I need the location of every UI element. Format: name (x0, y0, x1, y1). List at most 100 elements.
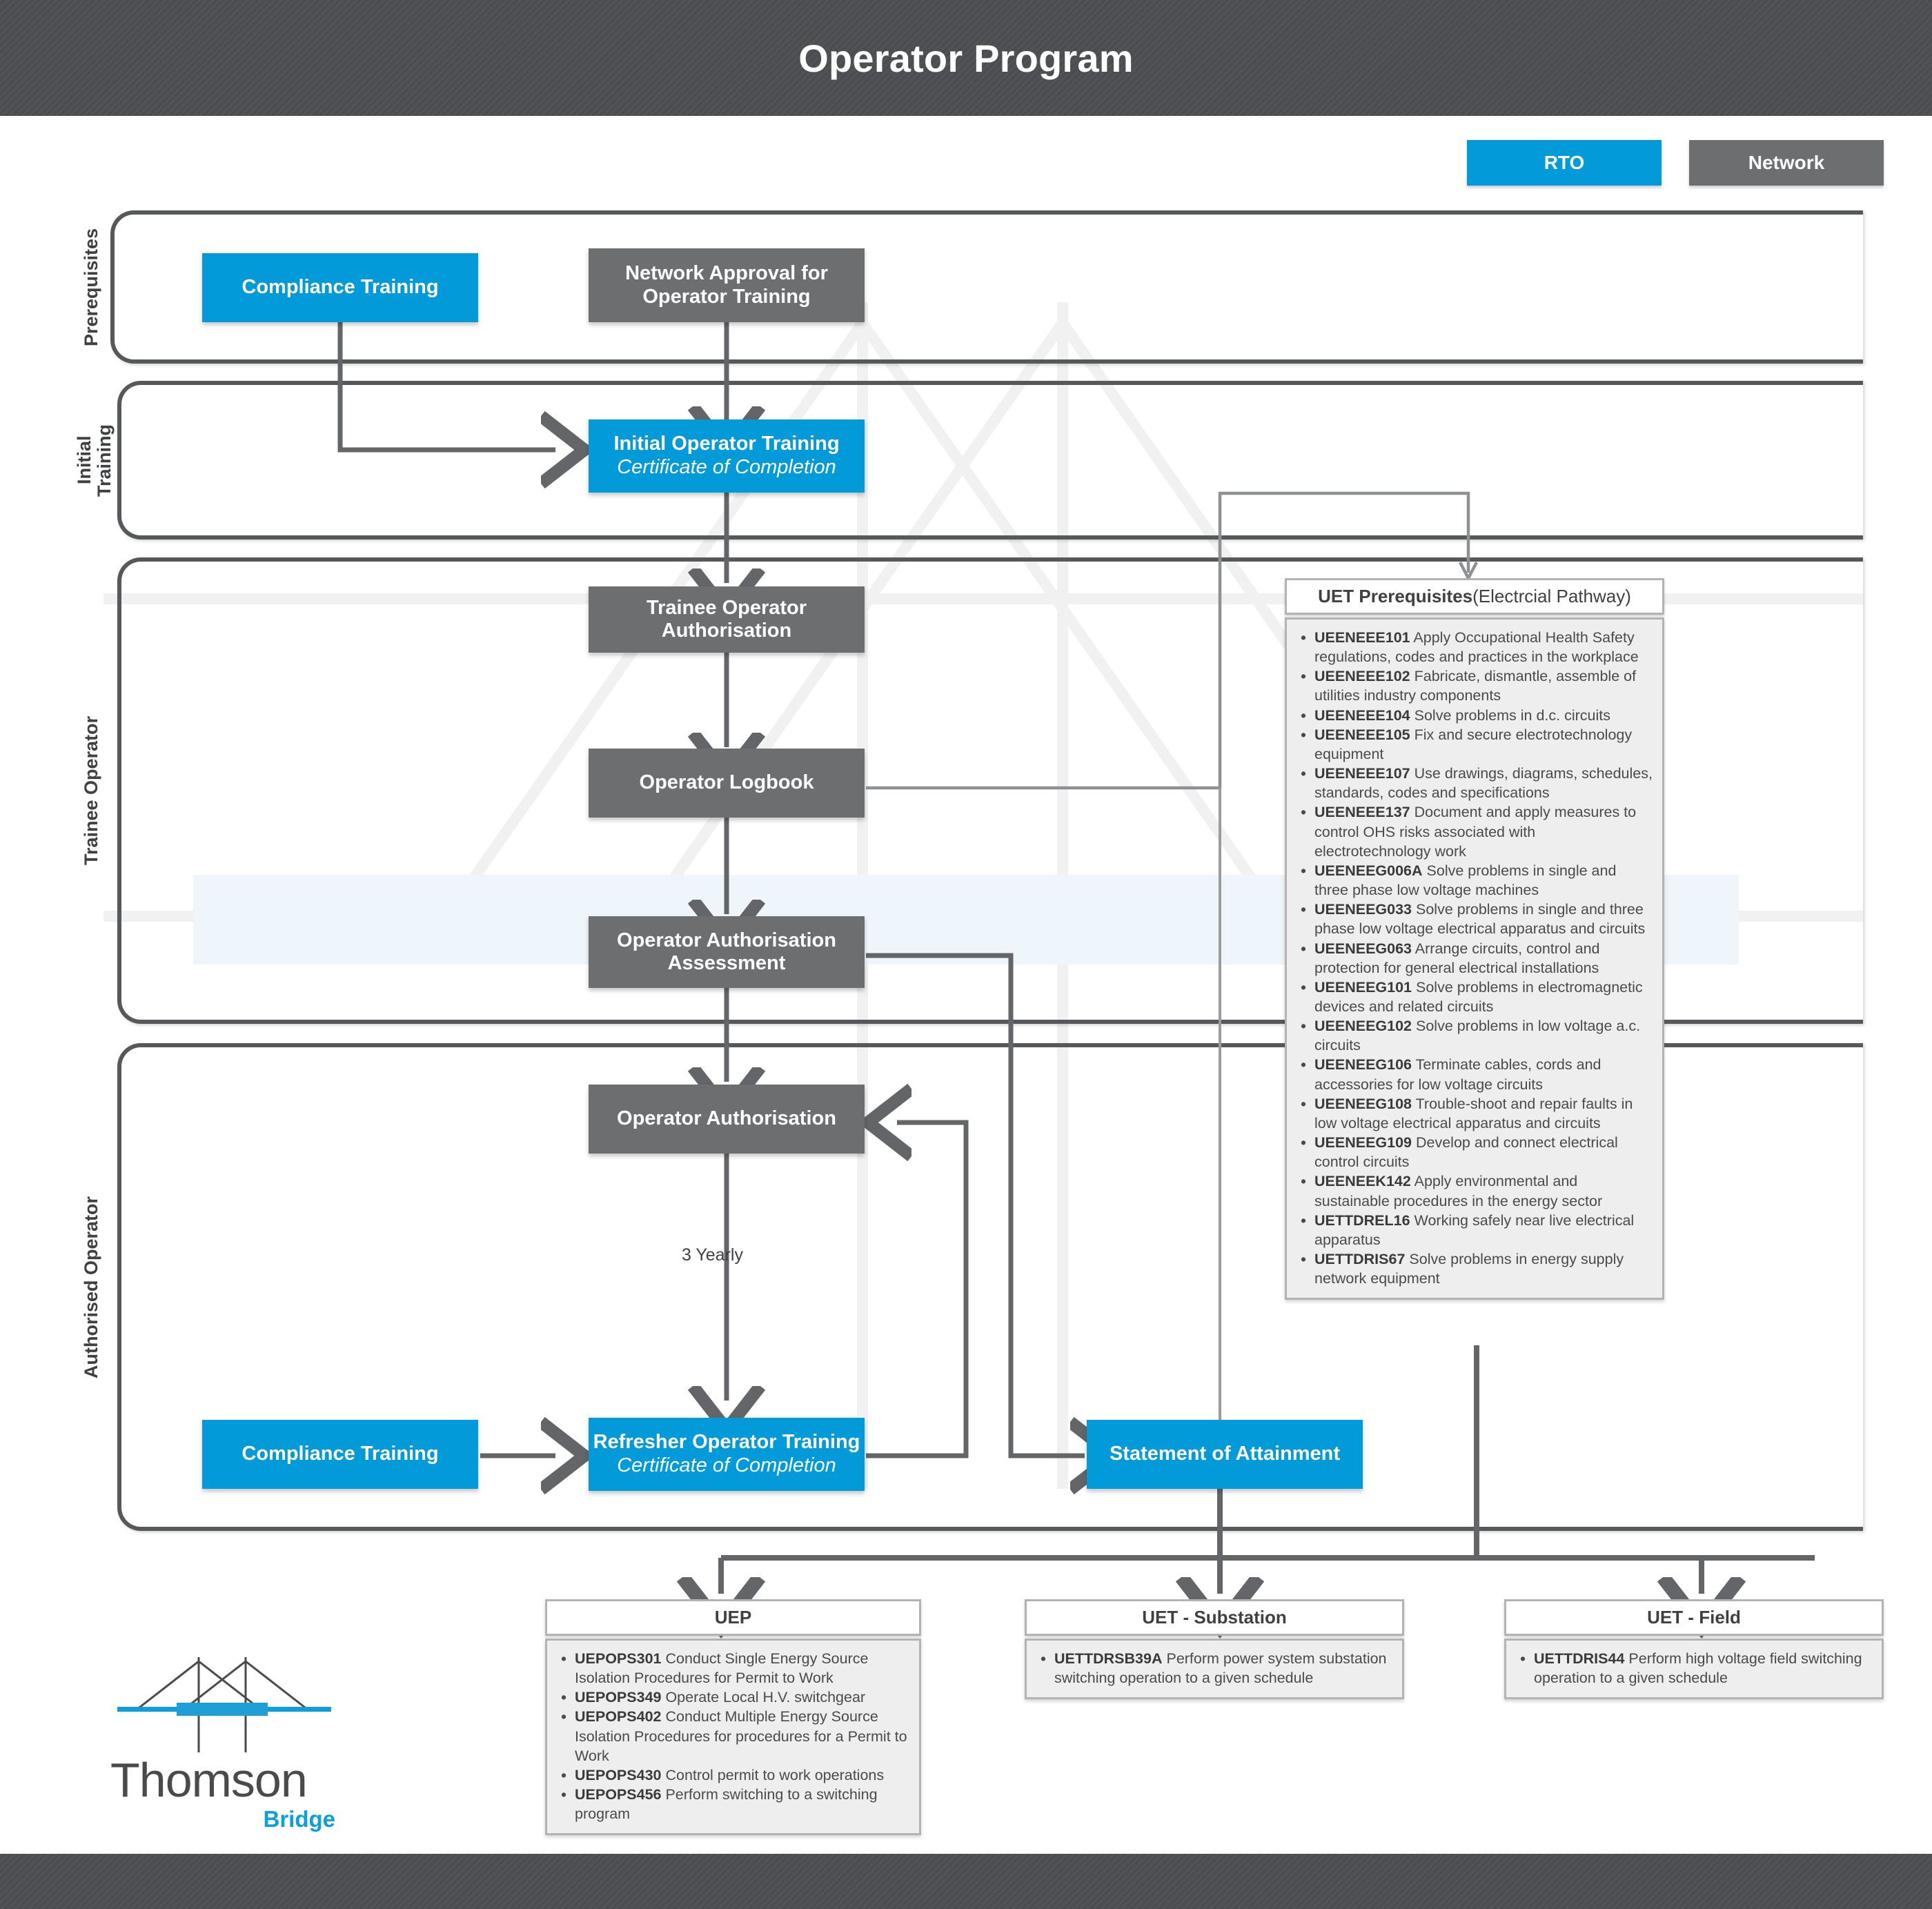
panel-uep-title: UEP (545, 1599, 921, 1636)
unit-description: Document and apply measures to control O… (1314, 804, 1637, 860)
panel-uet-field-title: UET - Field (1504, 1599, 1884, 1636)
logo-subtext: Bridge (263, 1806, 335, 1832)
unit-code: UEENEEE102 (1314, 668, 1410, 685)
unit-description: Solve problems in energy supply network … (1314, 1251, 1624, 1287)
unit-code: UEPOPS349 (575, 1689, 662, 1706)
panel-uet-substation-title: UET - Substation (1025, 1599, 1404, 1636)
list-item: UEENEEG108 Trouble-shoot and repair faul… (1297, 1094, 1653, 1133)
node-label-line2: Certificate of Completion (617, 456, 836, 479)
node-operator-logbook[interactable]: Operator Logbook (589, 749, 865, 818)
unit-code: UEENEEE137 (1314, 804, 1410, 821)
list-item: UEENEEG006A Solve problems in single and… (1297, 860, 1653, 900)
unit-description: Fabricate, dismantle, assemble of utilit… (1314, 668, 1637, 704)
node-label: Compliance Training (241, 1443, 439, 1465)
panel-title-bold: UEP (714, 1607, 752, 1628)
unit-code: UEENEEG006A (1314, 862, 1423, 879)
unit-code: UETTDRSB39A (1054, 1650, 1163, 1667)
panel-uep: UEP UEPOPS301 Conduct Single Energy Sour… (545, 1599, 921, 1836)
node-operator-authorisation[interactable]: Operator Authorisation (589, 1085, 865, 1154)
panel-uet-prerequisites: UET Prerequisites (Electrcial Pathway) U… (1285, 578, 1664, 1300)
panel-title-bold: UET - Substation (1142, 1607, 1287, 1628)
list-item: UETTDREL16 Working safely near live elec… (1297, 1210, 1653, 1249)
list-item: UEENEEG033 Solve problems in single and … (1297, 899, 1653, 938)
uet-field-list: UETTDRIS44 Perform high voltage field sw… (1516, 1648, 1872, 1688)
unit-code: UEPOPS430 (575, 1766, 662, 1783)
node-label-line2: Operator Training (642, 285, 811, 308)
unit-code: UEENEEG101 (1314, 978, 1412, 996)
unit-code: UEPOPS456 (575, 1786, 662, 1803)
list-item: UEPOPS402 Conduct Multiple Energy Source… (557, 1706, 909, 1765)
panel-uet-substation: UET - Substation UETTDRSB39A Perform pow… (1025, 1599, 1404, 1700)
uet-prerequisites-list: UEENEEE101 Apply Occupational Health Saf… (1297, 627, 1653, 1288)
unit-code: UEENEEG106 (1314, 1056, 1412, 1074)
node-label: Statement of Attainment (1109, 1443, 1341, 1465)
node-label: Operator Logbook (639, 771, 814, 794)
unit-description: Trouble-shoot and repair faults in low v… (1314, 1095, 1633, 1131)
lane-trainee-operator (117, 557, 1863, 1024)
node-compliance-training-top[interactable]: Compliance Training (202, 253, 478, 322)
list-item: UEENEEE104 Solve problems in d.c. circui… (1297, 705, 1653, 726)
panel-title-bold: UET - Field (1647, 1607, 1741, 1628)
logo-wordmark: Thomson (110, 1753, 308, 1807)
list-item: UETTDRIS44 Perform high voltage field sw… (1516, 1648, 1872, 1688)
lane-prerequisites (110, 210, 1863, 364)
unit-code: UEENEEE105 (1314, 726, 1410, 743)
node-compliance-training-bottom[interactable]: Compliance Training (202, 1420, 478, 1489)
unit-code: UEENEEG102 (1314, 1018, 1412, 1035)
unit-description: Use drawings, diagrams, schedules, stand… (1314, 765, 1653, 802)
node-label-line1: Initial Operator Training (613, 432, 840, 455)
panel-uet-substation-body: UETTDRSB39A Perform power system substat… (1025, 1639, 1404, 1700)
list-item: UEENEEG101 Solve problems in electromagn… (1297, 977, 1653, 1016)
panel-uep-body: UEPOPS301 Conduct Single Energy Source I… (545, 1639, 921, 1836)
unit-description: Fix and secure electrotechnology equipme… (1314, 726, 1633, 762)
unit-description: Apply environmental and sustainable proc… (1314, 1173, 1603, 1209)
unit-code: UEENEEE104 (1314, 706, 1410, 724)
unit-description: Develop and connect electrical control c… (1314, 1134, 1618, 1171)
list-item: UETTDRIS67 Solve problems in energy supp… (1297, 1249, 1653, 1288)
uet-substation-list: UETTDRSB39A Perform power system substat… (1036, 1648, 1392, 1688)
unit-description: Perform high voltage field switching ope… (1534, 1650, 1862, 1687)
unit-description: Control permit to work operations (661, 1766, 885, 1783)
node-label-line2: Authorisation (661, 620, 792, 642)
panel-uet-prerequisites-title: UET Prerequisites (Electrcial Pathway) (1285, 578, 1664, 615)
page-title: Operator Program (798, 36, 1134, 80)
legend-chip-network[interactable]: Network (1689, 140, 1884, 186)
node-trainee-operator-authorisation[interactable]: Trainee Operator Authorisation (589, 586, 865, 653)
lane-initial-training (117, 381, 1863, 540)
node-operator-authorisation-assessment[interactable]: Operator Authorisation Assessment (589, 916, 865, 988)
panel-title-rest: (Electrcial Pathway) (1472, 586, 1631, 606)
node-statement-of-attainment[interactable]: Statement of Attainment (1087, 1420, 1363, 1489)
legend-chip-rto[interactable]: RTO (1467, 140, 1662, 186)
list-item: UEENEEG106 Terminate cables, cords and a… (1297, 1054, 1653, 1094)
unit-code: UEENEEK142 (1314, 1173, 1411, 1190)
node-initial-operator-training[interactable]: Initial Operator Training Certificate of… (589, 419, 865, 493)
legend-label-network: Network (1748, 152, 1825, 173)
list-item: UEENEEE105 Fix and secure electrotechnol… (1297, 724, 1653, 764)
list-item: UEENEEG109 Develop and connect electrica… (1297, 1132, 1653, 1171)
list-item: UEENEEE101 Apply Occupational Health Saf… (1297, 627, 1653, 666)
node-label-line1: Trainee Operator (646, 596, 807, 619)
page-footer (0, 1854, 1932, 1909)
unit-code: UETTDRIS67 (1314, 1251, 1406, 1267)
legend-label-rto: RTO (1544, 152, 1585, 173)
node-network-approval[interactable]: Network Approval for Operator Training (589, 248, 865, 322)
panel-title-bold: UET Prerequisites (1318, 586, 1473, 606)
node-refresher-operator-training[interactable]: Refresher Operator Training Certificate … (589, 1418, 865, 1491)
list-item: UEPOPS430 Control permit to work operati… (557, 1765, 909, 1786)
unit-description: Perform power system substation switchin… (1054, 1650, 1387, 1687)
list-item: UEPOPS456 Perform switching to a switchi… (557, 1784, 909, 1823)
list-item: UEENEEE102 Fabricate, dismantle, assembl… (1297, 666, 1653, 705)
uep-list: UEPOPS301 Conduct Single Energy Source I… (557, 1648, 909, 1823)
node-label-line2: Certificate of Completion (617, 1454, 836, 1477)
unit-description: Terminate cables, cords and accessories … (1314, 1056, 1601, 1093)
unit-code: UEENEEG033 (1314, 901, 1412, 918)
unit-description: Conduct Single Energy Source Isolation P… (575, 1650, 869, 1687)
unit-description: Operate Local H.V. switchgear (661, 1689, 866, 1706)
node-label-line2: Assessment (667, 952, 786, 974)
unit-code: UETTDRIS44 (1534, 1650, 1625, 1667)
unit-description: Conduct Multiple Energy Source Isolation… (575, 1708, 907, 1764)
list-item: UETTDRSB39A Perform power system substat… (1036, 1648, 1392, 1688)
unit-code: UEENEEG109 (1314, 1134, 1412, 1151)
